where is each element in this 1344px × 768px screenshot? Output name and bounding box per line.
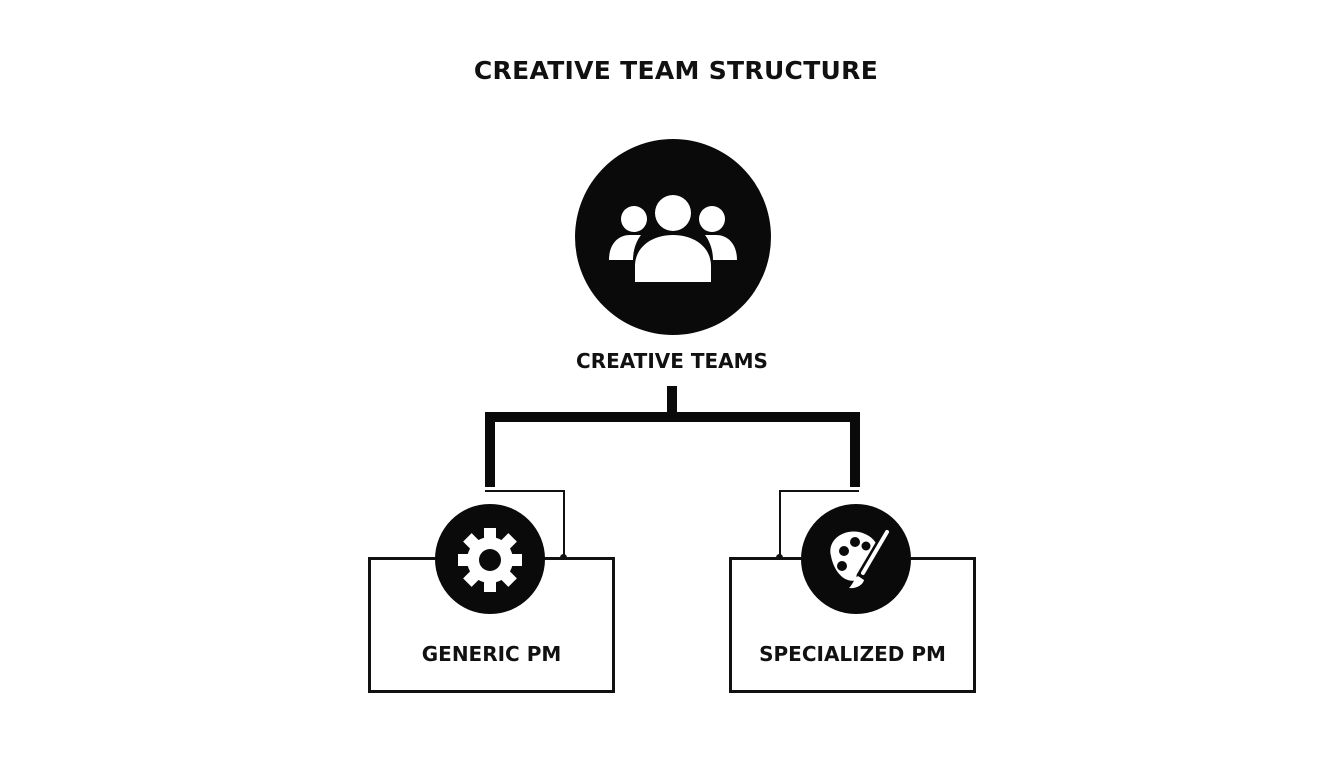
connector-right-thin-h bbox=[779, 490, 859, 492]
connector-stub bbox=[667, 386, 677, 416]
generic-pm-label: GENERIC PM bbox=[421, 642, 562, 666]
connector-right-vertical bbox=[850, 412, 860, 487]
connector-left-thin-h bbox=[485, 490, 565, 492]
gear-icon bbox=[458, 528, 522, 592]
specialized-pm-circle bbox=[801, 504, 911, 614]
connector-right-thin-v bbox=[779, 490, 781, 558]
connector-left-thin-v bbox=[563, 490, 565, 558]
group-of-people-icon bbox=[609, 195, 737, 282]
generic-pm-circle bbox=[435, 504, 545, 614]
diagram-title: CREATIVE TEAM STRUCTURE bbox=[473, 56, 879, 85]
connector-horizontal bbox=[485, 412, 859, 422]
specialized-pm-label: SPECIALIZED PM bbox=[759, 642, 946, 666]
connector-left-vertical bbox=[485, 412, 495, 487]
root-node-label: CREATIVE TEAMS bbox=[576, 349, 768, 373]
root-node-circle bbox=[575, 139, 771, 335]
paint-palette-brush-icon bbox=[830, 527, 892, 589]
